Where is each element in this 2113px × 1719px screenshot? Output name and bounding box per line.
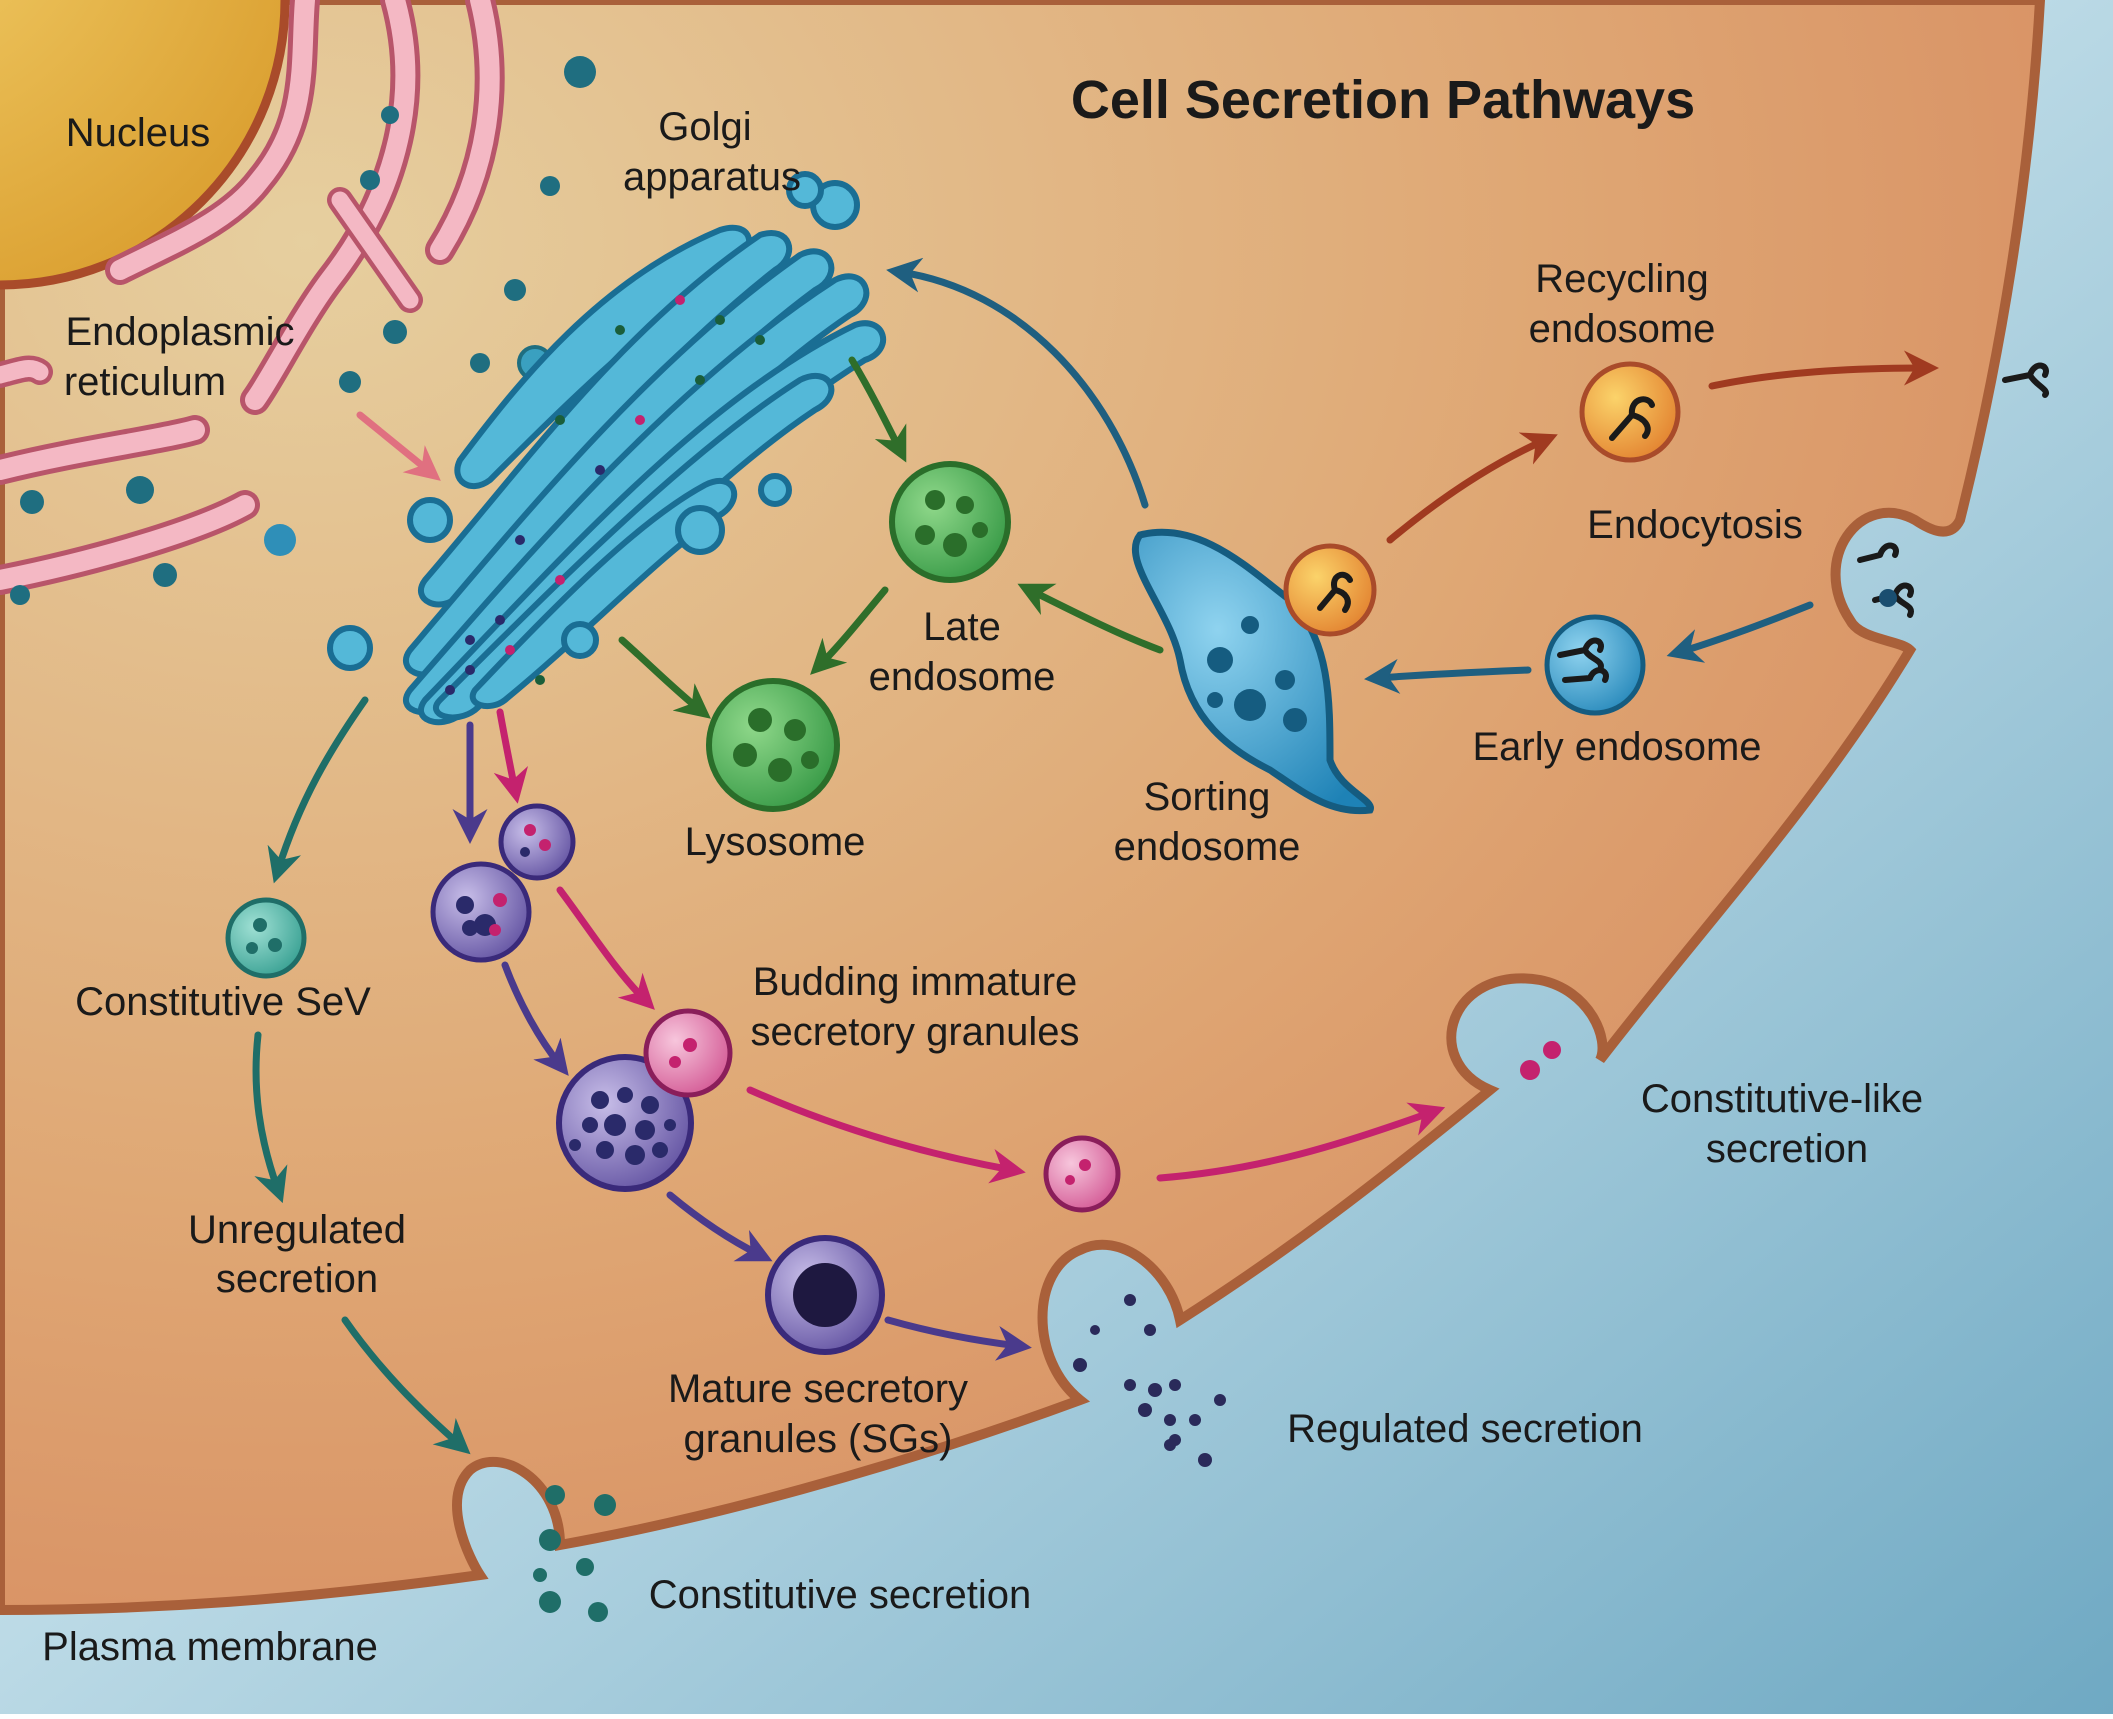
- sorting-to-golgi-arrow: [886, 257, 1149, 509]
- receptor-icon: [1317, 571, 1353, 613]
- golgi-to-magenta-arrow: [493, 708, 529, 804]
- early-endosome: [1544, 614, 1646, 716]
- receptor-icon: [1609, 396, 1655, 441]
- constitutive-secretion-label: Constitutive secretion: [649, 1573, 1031, 1617]
- late-endosome-label-line1: Late: [923, 605, 1001, 649]
- sorting-endosome-label-line1: Sorting: [1144, 775, 1271, 819]
- recycling-endosome: [1579, 361, 1681, 463]
- endocytic-cargo: [1879, 589, 1897, 607]
- plasma-membrane-label: Plasma membrane: [42, 1625, 378, 1669]
- budding-to-mature-arrow: [666, 1191, 773, 1262]
- mature-secretory-granule: [765, 1235, 885, 1355]
- er-label-line1: Endoplasmic: [65, 310, 294, 354]
- sorting-endosome: [1131, 528, 1377, 815]
- recycling-to-membrane-arrow: [1708, 350, 1939, 390]
- golgi-to-lysosome-arrow: [618, 636, 711, 719]
- endoplasmic-reticulum: [0, 0, 505, 595]
- golgi-label-line1: Golgi: [658, 105, 751, 149]
- constitutive-like-label-line1: Constitutive-like: [1641, 1077, 1923, 1121]
- budding-to-pink-arrow: [746, 1086, 1026, 1184]
- late-endosome: [889, 461, 1011, 583]
- sorting-to-late-endosome-arrow: [1017, 583, 1164, 654]
- early-endosome-label: Early endosome: [1472, 725, 1761, 769]
- budding-granules-label-line1: Budding immature: [753, 960, 1078, 1004]
- golgi-to-late-endosome-arrow: [848, 356, 907, 463]
- lysosome-label: Lysosome: [685, 820, 866, 864]
- unregulated-secretion-label-line1: Unregulated: [188, 1208, 406, 1252]
- late-endosome-to-lysosome-arrow: [810, 586, 889, 675]
- recycling-endosome-label-line1: Recycling: [1535, 257, 1708, 301]
- nucleus-label: Nucleus: [66, 111, 211, 155]
- unregulated-to-membrane-arrow: [341, 1316, 471, 1455]
- er-label-line2: reticulum: [64, 360, 226, 404]
- immature-granules: [430, 803, 576, 963]
- endocytosis-label: Endocytosis: [1587, 503, 1803, 547]
- regulated-secretion-cargo: [1073, 1294, 1226, 1467]
- budding-granules-label-line2: secretory granules: [750, 1010, 1079, 1054]
- unregulated-secretion-label-line2: secretion: [216, 1257, 378, 1301]
- recycling-endosome-label-line2: endosome: [1529, 307, 1716, 351]
- nucleus: [0, 0, 290, 290]
- sorting-to-recycling-arrow: [1386, 432, 1558, 544]
- golgi-label-line2: apparatus: [623, 155, 801, 199]
- constitutive-like-label-line2: secretion: [1706, 1127, 1868, 1171]
- early-to-sorting-arrow: [1364, 658, 1532, 694]
- pathway-arrows: [252, 257, 1939, 1455]
- pink-to-constitutive-like-arrow: [1156, 1102, 1446, 1182]
- sorting-endosome-label-line2: endosome: [1114, 825, 1301, 869]
- er-to-golgi-arrow: [356, 411, 441, 481]
- lysosome: [706, 678, 840, 812]
- mature-granules-label-line1: Mature secretory: [668, 1367, 968, 1411]
- magenta-to-budding-arrow: [556, 886, 655, 1010]
- constitutive-sev: [225, 897, 307, 979]
- receptor-icon: [1557, 637, 1609, 683]
- constitutive-like-vesicle: [1043, 1135, 1121, 1213]
- mature-to-regulated-arrow: [884, 1316, 1032, 1361]
- diagram-title: Cell Secretion Pathways: [1071, 70, 1695, 130]
- mature-granules-label-line2: granules (SGs): [684, 1417, 953, 1461]
- constitutive-secretion-cargo: [533, 1485, 616, 1622]
- membrane-to-early-endosome-arrow: [1666, 601, 1814, 663]
- golgi-to-sev-arrow: [267, 696, 369, 884]
- constitutive-sev-label: Constitutive SeV: [75, 980, 371, 1024]
- regulated-secretion-label: Regulated secretion: [1287, 1407, 1643, 1451]
- golgi-apparatus: [327, 171, 887, 726]
- constitutive-like-cargo: [1520, 1041, 1561, 1080]
- budding-granules: [556, 1008, 733, 1192]
- sev-to-unregulated-arrow: [252, 1031, 288, 1204]
- purple-to-budding-arrow: [501, 961, 569, 1076]
- late-endosome-label-line2: endosome: [869, 655, 1056, 699]
- golgi-cargo: [445, 295, 765, 695]
